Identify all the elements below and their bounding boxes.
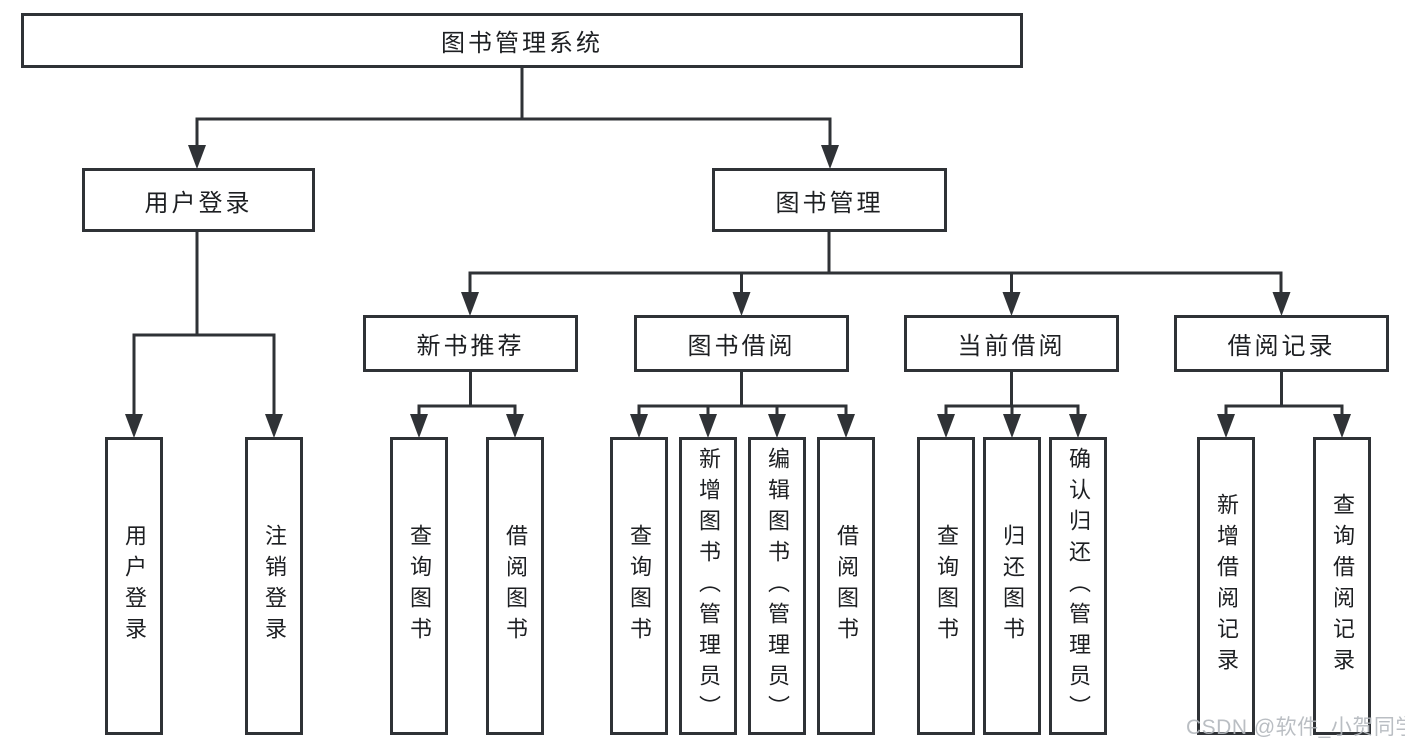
leaf-query-books-borrow-label: 查询图书 — [627, 524, 652, 648]
leaf-query-borrow-record: 查询借阅记录 — [1313, 437, 1371, 735]
group-borrow-records-label: 借阅记录 — [1227, 333, 1336, 360]
branch-book-management: 图书管理 — [712, 168, 947, 232]
group-current-borrow: 当前借阅 — [904, 315, 1119, 372]
branch-user-login: 用户登录 — [82, 168, 315, 232]
leaf-return-books-label: 归还图书 — [1000, 524, 1025, 648]
leaf-confirm-return-admin-label: 确认归还（管理员） — [1066, 446, 1091, 726]
arrowhead-icons — [125, 145, 1351, 438]
group-current-borrow-label: 当前借阅 — [957, 333, 1066, 360]
group-new-book-recommend-label: 新书推荐 — [416, 333, 525, 360]
branch-user-login-label: 用户登录 — [144, 189, 253, 217]
group-book-borrow-label: 图书借阅 — [687, 333, 796, 360]
leaf-add-borrow-record-label: 新增借阅记录 — [1214, 493, 1239, 679]
leaf-user-login-label: 用户登录 — [122, 524, 147, 648]
leaf-logout-label: 注销登录 — [262, 524, 287, 648]
leaf-query-books-recommend: 查询图书 — [390, 437, 448, 735]
leaf-query-borrow-record-label: 查询借阅记录 — [1330, 493, 1355, 679]
leaf-query-books-current: 查询图书 — [917, 437, 975, 735]
leaf-borrow-books-label: 借阅图书 — [834, 524, 859, 648]
leaf-edit-books-admin-label: 编辑图书（管理员） — [765, 446, 790, 726]
leaf-query-books-current-label: 查询图书 — [934, 524, 959, 648]
leaf-borrow-books: 借阅图书 — [817, 437, 875, 735]
leaf-borrow-books-recommend: 借阅图书 — [486, 437, 544, 735]
tree-edges — [132, 67, 1344, 414]
group-new-book-recommend: 新书推荐 — [363, 315, 578, 372]
csdn-watermark: CSDN @软件_小贺同学 — [1186, 716, 1405, 739]
leaf-edit-books-admin: 编辑图书（管理员） — [748, 437, 806, 735]
node-root: 图书管理系统 — [21, 13, 1023, 68]
leaf-add-books-admin: 新增图书（管理员） — [679, 437, 737, 735]
leaf-confirm-return-admin: 确认归还（管理员） — [1049, 437, 1107, 735]
branch-book-management-label: 图书管理 — [775, 189, 884, 217]
leaf-add-books-admin-label: 新增图书（管理员） — [696, 446, 721, 726]
leaf-add-borrow-record: 新增借阅记录 — [1197, 437, 1255, 735]
group-book-borrow: 图书借阅 — [634, 315, 849, 372]
group-borrow-records: 借阅记录 — [1174, 315, 1389, 372]
node-root-label: 图书管理系统 — [441, 30, 603, 57]
leaf-return-books: 归还图书 — [983, 437, 1041, 735]
leaf-query-books-borrow: 查询图书 — [610, 437, 668, 735]
leaf-user-login: 用户登录 — [105, 437, 163, 735]
leaf-borrow-books-recommend-label: 借阅图书 — [503, 524, 528, 648]
leaf-query-books-recommend-label: 查询图书 — [407, 524, 432, 648]
leaf-logout: 注销登录 — [245, 437, 303, 735]
